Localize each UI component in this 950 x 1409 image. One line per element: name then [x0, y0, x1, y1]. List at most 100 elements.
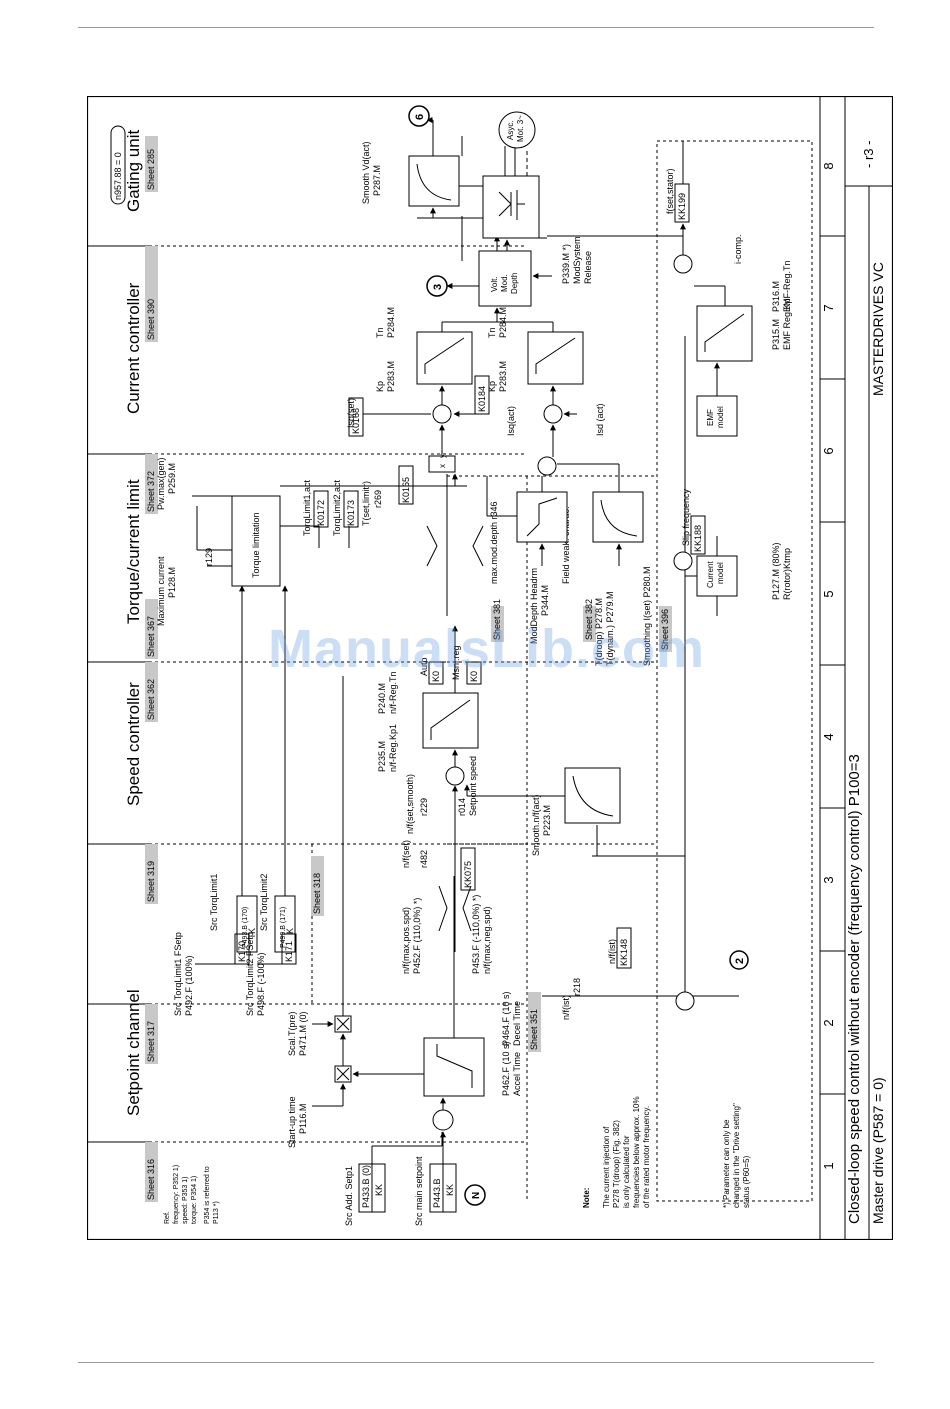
svg-text:T(set,limitr): T(set,limitr) [361, 481, 371, 526]
stamp-box [110, 125, 126, 205]
title-torque-current-limit: Torque/current limit [124, 479, 143, 624]
sheet-318: Sheet 318 [312, 873, 322, 914]
top-rule [78, 27, 874, 28]
svg-text:P433.B (0): P433.B (0) [361, 1165, 371, 1208]
sheet-372: Sheet 372 [146, 471, 156, 512]
sheet-319: Sheet 319 [146, 861, 156, 902]
svg-text:Field weak. charac.: Field weak. charac. [561, 506, 571, 584]
svg-text:6: 6 [414, 114, 426, 120]
title-speed-controller: Speed controller [124, 682, 143, 806]
setpoint-inputs: Src Add. Setp1 P433.B (0) KK Src main se… [344, 1156, 486, 1226]
svg-text:N: N [471, 1192, 482, 1199]
block-diagram-sheet: 8 7 6 5 4 3 2 1 Closed-loop speed contro… [86, 95, 894, 1241]
svg-text:Asyc.: Asyc. [506, 120, 515, 140]
svg-text:P128.M: P128.M [167, 567, 177, 598]
svg-text:r218: r218 [572, 978, 582, 996]
svg-text:frequency: P352 1): frequency: P352 1) [173, 1165, 180, 1224]
svg-text:EMF-Reg.Tn: EMF-Reg.Tn [782, 260, 792, 312]
torque-limit-labels: Maximum current P128.M r129 Pw.max(gen) … [156, 457, 652, 666]
svg-text:Slip frequency: Slip frequency [681, 488, 691, 546]
svg-text:r014: r014 [457, 798, 467, 816]
svg-text:n/f-Reg.Tn: n/f-Reg.Tn [388, 671, 398, 714]
svg-text:K0165: K0165 [401, 477, 411, 503]
sum-junction-slip [673, 551, 693, 571]
sum-junction-stator [673, 254, 693, 274]
svg-text:P471.M (0): P471.M (0) [298, 1011, 308, 1056]
svg-text:K0: K0 [431, 671, 441, 682]
svg-text:Mot. 3~: Mot. 3~ [516, 115, 525, 142]
svg-text:Torque limitation: Torque limitation [251, 512, 261, 578]
field-weak-block [516, 491, 568, 543]
speed-feedback-wiring [452, 336, 739, 997]
ramp-generator [423, 1037, 485, 1097]
svg-text:KK199: KK199 [677, 193, 687, 220]
torque-limitation-block [231, 495, 281, 587]
sum-junction-nact [675, 991, 695, 1011]
svg-text:r482: r482 [419, 850, 429, 868]
svg-text:Src main setpoint: Src main setpoint [414, 1156, 424, 1226]
col-3: 3 [821, 876, 836, 883]
col-2: 2 [821, 1019, 836, 1026]
ramp-labels: Start-up time P116.M Scal.T(pre) P471.M … [287, 991, 522, 1148]
svg-text:frequencies below approx. 10%: frequencies below approx. 10% [632, 1096, 641, 1208]
svg-text:Current: Current [706, 561, 715, 588]
svg-text:TorqLimit2,act: TorqLimit2,act [332, 479, 342, 536]
svg-text:K171: K171 [284, 941, 294, 962]
svg-text:changed in the "Drive setting": changed in the "Drive setting" [732, 1103, 741, 1208]
isd-controller-block [527, 331, 584, 385]
svg-text:T(dynam.) P279.M: T(dynam.) P279.M [605, 591, 615, 666]
title-current-controller: Current controller [124, 282, 143, 414]
svg-text:KK075: KK075 [463, 861, 473, 888]
col-1: 1 [821, 1162, 836, 1169]
svg-text:Kp: Kp [487, 381, 497, 392]
sheet-396: Sheet 396 [660, 609, 670, 650]
svg-text:P316.M: P316.M [771, 281, 781, 312]
svg-text:of the rated motor frequency.: of the rated motor frequency. [642, 1106, 651, 1208]
svg-text:Src TorqLimit2 FSetp: Src TorqLimit2 FSetp [245, 932, 255, 1016]
svg-text:P453.F (-110,0%) *): P453.F (-110,0%) *) [471, 895, 481, 974]
sheet-frame [86, 95, 894, 1241]
sum-junction-isd [537, 456, 557, 476]
svg-text:P464.F (10 s): P464.F (10 s) [501, 991, 511, 1046]
svg-text:K0168: K0168 [351, 408, 361, 434]
sum-junction-isd-ctrl [543, 404, 563, 424]
svg-text:EMF Reg.Kp: EMF Reg.Kp [782, 298, 792, 350]
emf-model-labels: EMF model [706, 406, 725, 428]
svg-text:Src Add. Setp1: Src Add. Setp1 [344, 1166, 354, 1226]
svg-text:K170: K170 [237, 941, 247, 962]
section-titles: Gating unit Current controller Torque/cu… [124, 130, 143, 1116]
col-4: 4 [821, 733, 836, 740]
speed-controller-labels: P235.M n/f-Reg.Kp1 P240.M n/f-Reg.Tn Smo… [377, 645, 632, 1020]
svg-text:y: y [438, 454, 447, 458]
svg-text:P116.M: P116.M [298, 1104, 308, 1134]
torque-sources: Src TorqLimit1 P493.B (170) K Src TorqLi… [173, 874, 297, 1016]
ramp-curve [436, 1044, 473, 1088]
gating-wiring [417, 117, 547, 261]
svg-text:P462.F (10 s): P462.F (10 s) [501, 1041, 511, 1096]
svg-text:Smoothing I(set) P280.M: Smoothing I(set) P280.M [642, 566, 652, 666]
svg-text:Isq(act): Isq(act) [506, 406, 516, 436]
svg-text:Maximum current: Maximum current [156, 556, 166, 626]
svg-text:P443.B: P443.B [432, 1178, 442, 1208]
sheet-316: Sheet 316 [146, 1159, 156, 1200]
svg-text:Decel Time: Decel Time [512, 1001, 522, 1046]
svg-text:n/f-Reg.Kp1: n/f-Reg.Kp1 [388, 724, 398, 772]
svg-text:Release: Release [583, 251, 593, 284]
col-6: 6 [821, 447, 836, 454]
svg-text:Isq(set): Isq(set) [346, 398, 356, 428]
title-setpoint-channel: Setpoint channel [124, 989, 143, 1116]
svg-text:KK188: KK188 [693, 525, 703, 552]
watermark: ManualsLib.com [268, 619, 706, 679]
sheet-367: Sheet 367 [146, 616, 156, 657]
notes: Note: The current injection of P278 T(dr… [582, 1096, 751, 1208]
volt-mod-labels: Volt. Mod. Depth [490, 273, 519, 294]
svg-text:P259.M: P259.M [167, 463, 177, 494]
svg-text:max.mod.depth r346: max.mod.depth r346 [489, 501, 499, 584]
svg-text:P339.M *): P339.M *) [561, 244, 571, 284]
svg-text:P113 *): P113 *) [213, 1201, 220, 1224]
sheet-381: Sheet 381 [492, 599, 502, 640]
smoothing-block [592, 491, 644, 543]
sheet-362: Sheet 362 [146, 679, 156, 720]
svg-text:n/f(max,pos.spd): n/f(max,pos.spd) [401, 907, 411, 974]
svg-text:Kp: Kp [375, 381, 385, 392]
